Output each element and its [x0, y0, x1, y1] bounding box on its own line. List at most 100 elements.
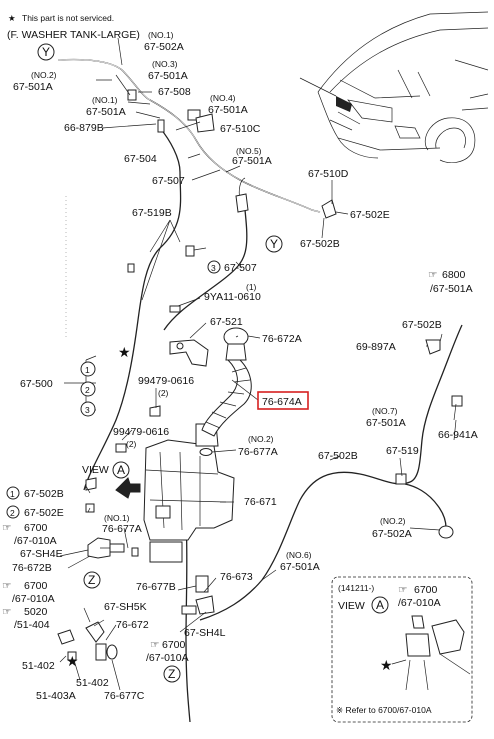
circled-marker: 1: [85, 365, 90, 375]
callout-label: 76-671: [244, 496, 277, 508]
callout-label: (NO.7): [372, 406, 398, 416]
callout-label: 67-500: [20, 378, 53, 390]
callout-label: 76-672: [116, 619, 149, 631]
callout-label: 99479-0616: [113, 426, 169, 438]
callout-label: 67-501A: [366, 417, 406, 429]
callout-label: 67-510C: [220, 123, 261, 135]
callout-label: 6700: [24, 580, 48, 592]
callout-label: 5020: [24, 606, 48, 618]
callout-label: 67-501A: [13, 81, 53, 93]
inset-view-label: VIEW: [338, 600, 365, 612]
callout-label: 67-502B: [318, 450, 358, 462]
inset-ref-num: 6700: [414, 584, 438, 596]
pointing-hand-icon: ☞: [2, 522, 11, 534]
callout-label: 67-504: [124, 153, 157, 165]
circled-marker: 3: [211, 263, 216, 273]
callout-label: (NO.5): [236, 146, 262, 156]
callout-label: 76-677C: [104, 690, 145, 702]
callout-label: 67-502E: [350, 209, 390, 221]
callout-label: 67-501A: [280, 561, 320, 573]
callout-label: 67-502E: [24, 507, 64, 519]
inset-footnote: ※ Refer to 6700/67-010A: [336, 705, 432, 715]
callout-label: 6800: [442, 269, 466, 281]
circled-marker: Z: [168, 667, 175, 681]
pointing-hand-icon: ☞: [150, 639, 159, 651]
callout-label: (NO.4): [210, 93, 236, 103]
callout-label: 6700: [162, 639, 186, 651]
callout-label: 67-508: [158, 86, 191, 98]
inset-date: (141211-): [338, 583, 374, 593]
not-serviced-star-icon: ★: [118, 344, 131, 360]
callout-label: 76-677B: [136, 581, 176, 593]
callout-labels: (NO.1) 67-502A (NO.3) 67-501A (NO.2) 67-…: [12, 30, 478, 702]
pointing-hand-icon: ☞: [2, 606, 11, 618]
callout-label: 76-673: [220, 571, 253, 583]
circled-marker: Z: [88, 573, 95, 587]
callout-label: 67-501A: [148, 70, 188, 82]
callout-label: 67-SH4L: [184, 627, 226, 639]
pointing-hand-icon: ☞: [428, 269, 437, 281]
callout-label: 51-402: [22, 660, 55, 672]
filler-neck-76-674A: [201, 327, 252, 437]
callout-label: (NO.2): [248, 434, 274, 444]
callout-label: /67-010A: [14, 535, 57, 547]
inset-view-a: (141211-) ☞ 6700 /67-010A VIEW A ★ ※ Ref…: [331, 576, 473, 723]
circled-markers: Y Y 3 1 2 3 A 1 2 Z Z: [6, 43, 283, 683]
legend-text: This part is not serviced.: [22, 13, 114, 23]
callout-label: (NO.1): [104, 513, 130, 523]
inset-view-a-marker: A: [376, 598, 384, 612]
view-a-marker: A: [117, 463, 125, 477]
callout-label: 6700: [24, 522, 48, 534]
callout-label: 67-519: [386, 445, 419, 457]
callout-label: (NO.2): [380, 516, 406, 526]
callout-label: (NO.6): [286, 550, 312, 560]
hose-lines: [57, 58, 463, 723]
callout-label: 67-SH4E: [20, 548, 63, 560]
callout-label: 67-SH5K: [104, 601, 147, 613]
callout-label: /51-404: [14, 619, 50, 631]
callout-label: (2): [126, 439, 137, 449]
small-parts: [57, 89, 463, 661]
callout-label: 51-402: [76, 677, 109, 689]
callout-label: 66-879B: [64, 122, 104, 134]
callout-label: 67-501A: [208, 104, 248, 116]
callout-label: 76-677A: [102, 523, 142, 535]
vehicle-illustration: [299, 11, 489, 163]
callout-label: 67-507: [224, 262, 257, 274]
highlighted-part-label: 76-674A: [262, 396, 302, 408]
pointing-hand-icon: ☞: [2, 580, 11, 592]
leader-lines: [59, 37, 457, 691]
washer-tank: [143, 423, 235, 563]
circled-marker: 3: [85, 405, 90, 415]
callout-label: 67-502A: [372, 528, 412, 540]
callout-label: 67-501A: [232, 155, 272, 167]
not-serviced-star-icon: ★: [66, 653, 79, 669]
callout-label: (NO.2): [31, 70, 57, 80]
callout-label: 51-403A: [36, 690, 76, 702]
callout-label: VIEW: [82, 464, 109, 476]
callout-label: 76-672A: [262, 333, 302, 345]
callout-label: (1): [246, 282, 257, 292]
callout-label: 67-521: [210, 316, 243, 328]
not-serviced-star-icon: ★: [380, 657, 393, 673]
callout-label: 69-897A: [356, 341, 396, 353]
not-serviced-star-icon: ★: [8, 13, 16, 23]
callout-label: 99479-0616: [138, 375, 194, 387]
circled-marker: 2: [85, 385, 90, 395]
callout-label: 67-502B: [402, 319, 442, 331]
callout-label: 67-502A: [144, 41, 184, 53]
callout-label: 67-502B: [300, 238, 340, 250]
highlight-box: [257, 391, 309, 410]
pointing-hand-icon: ☞: [398, 584, 407, 596]
callout-label: 67-519B: [132, 207, 172, 219]
callout-label: (NO.1): [92, 95, 118, 105]
circled-marker: 2: [10, 508, 15, 518]
circled-marker: Y: [42, 45, 50, 59]
callout-label: 76-672B: [12, 562, 52, 574]
circled-marker: Y: [270, 237, 278, 251]
circled-marker: 1: [10, 489, 15, 499]
bracket-67-521: [169, 339, 209, 367]
callout-label: 67-507: [152, 175, 185, 187]
callout-label: /67-501A: [430, 283, 473, 295]
